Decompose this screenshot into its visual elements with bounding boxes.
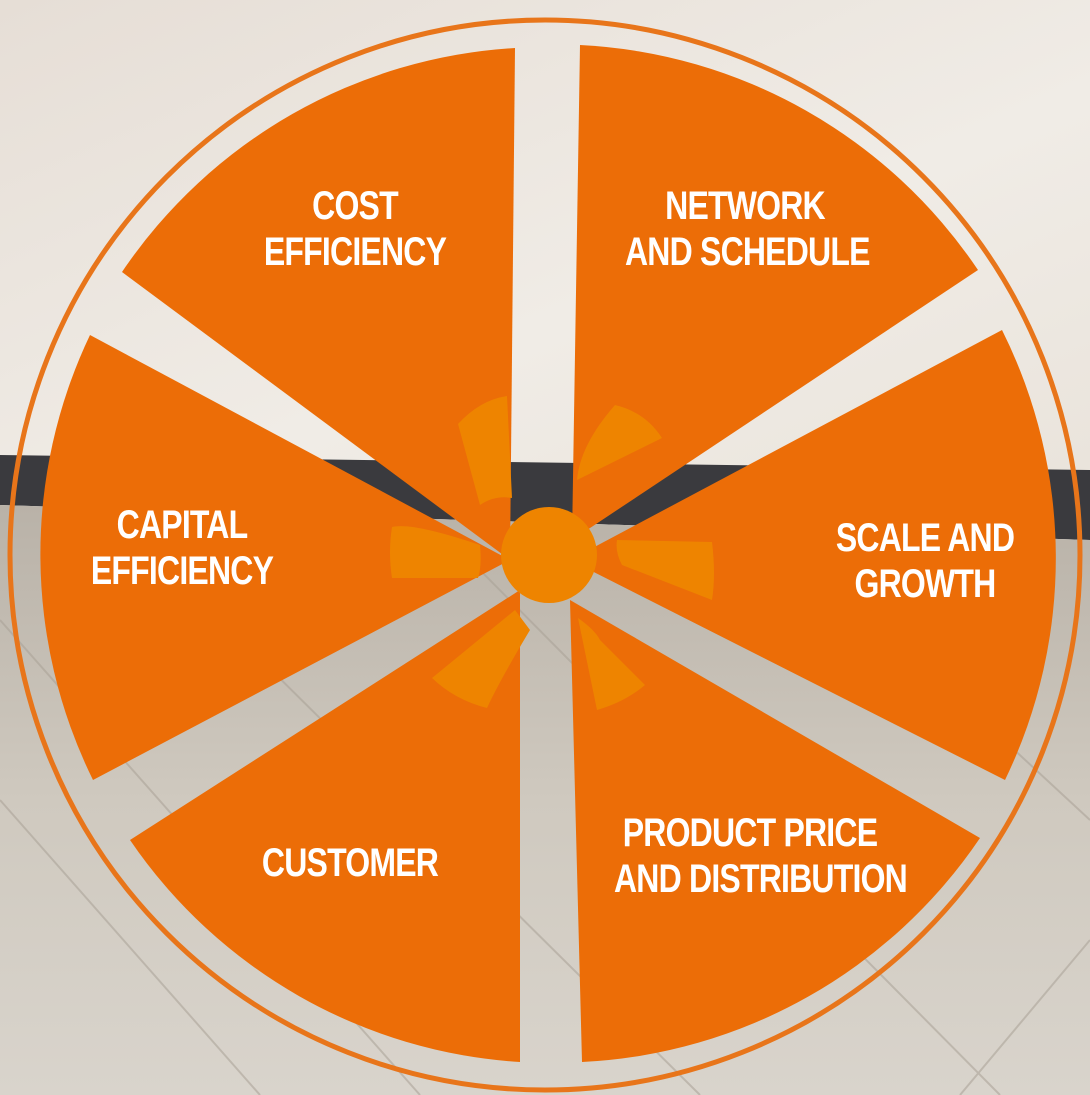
label-scale-line-2: GROWTH <box>854 562 997 606</box>
hub-petal-scale <box>616 540 714 600</box>
hub-center <box>501 507 597 603</box>
label-network-line-1: NETWORK <box>665 184 826 228</box>
segment-product <box>570 600 980 1062</box>
label-capital-line-2: EFFICIENCY <box>90 549 274 593</box>
segment-network <box>572 45 978 540</box>
hub-petal-product <box>578 618 645 710</box>
label-product: PRODUCT PRICE AND DISTRIBUTION <box>614 810 908 902</box>
outer-ring <box>7 17 1083 1093</box>
label-scale-line-1: SCALE AND <box>835 516 1015 560</box>
segment-cost <box>122 48 515 560</box>
label-cost: COST EFFICIENCY <box>263 183 447 275</box>
hub-petal-network <box>577 405 662 480</box>
label-customer: CUSTOMER <box>254 840 446 886</box>
label-capital: CAPITAL EFFICIENCY <box>86 502 278 594</box>
label-scale: SCALE AND GROWTH <box>825 515 1025 607</box>
label-network-line-2: AND SCHEDULE <box>625 230 870 274</box>
label-product-line-1: PRODUCT PRICE <box>622 811 878 855</box>
label-product-line-2: AND DISTRIBUTION <box>614 857 908 901</box>
hub-petal-cost <box>458 396 512 505</box>
label-cost-line-2: EFFICIENCY <box>263 230 447 274</box>
segment-capital <box>40 335 510 780</box>
label-cost-line-1: COST <box>312 184 399 228</box>
label-network: NETWORK AND SCHEDULE <box>625 183 870 275</box>
segment-customer <box>130 590 520 1062</box>
label-capital-line-1: CAPITAL <box>116 503 248 547</box>
hub-petal-customer <box>432 610 530 708</box>
hub-petals <box>390 396 714 710</box>
wheel-segments <box>40 45 1056 1062</box>
label-customer-line-1: CUSTOMER <box>261 841 439 885</box>
hub-petal-capital <box>390 526 481 578</box>
segment-scale <box>570 330 1056 780</box>
